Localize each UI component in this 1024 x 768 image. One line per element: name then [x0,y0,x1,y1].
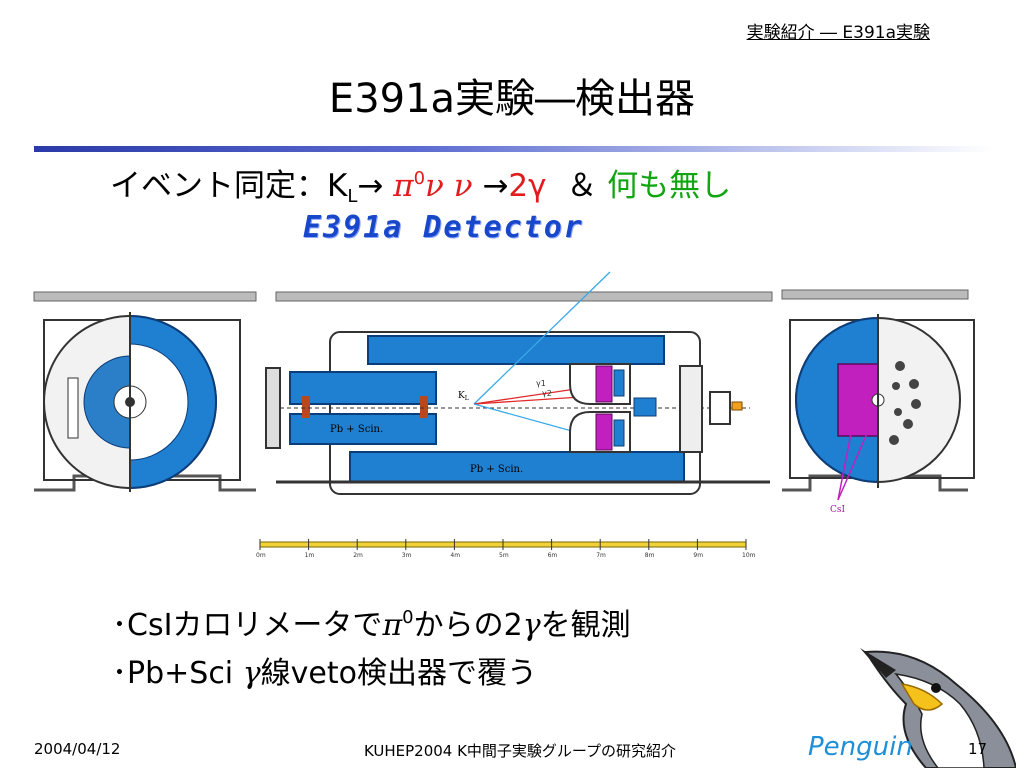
detector-diagram: Pb + Scin. Pb + Scin. KL γ1 γ2 [33,271,975,559]
page-title: E391a実験―検出器 [328,76,696,122]
arrow-2: → [482,168,509,204]
bullet1-pi: π [382,608,403,643]
gamma-ray-upper [473,271,611,405]
cc-counter [633,397,657,417]
bullet-pb-scin-veto: ･Pb+Sci γ線veto検出器で覆う [112,648,537,692]
bullet1-text-b: からの2 [413,608,523,643]
scale-tick-label: 2m [353,552,363,559]
left-ceiling-beam [33,291,257,302]
beam-dump [731,401,743,411]
photomultiplier-holes [889,361,921,445]
title-divider [34,146,992,152]
two-gamma: 2γ [508,168,547,204]
csi-block-upper [595,365,613,403]
breadcrumb: 実験紹介 ― E391a実験 [746,23,930,43]
ampersand: ＆ [566,168,598,204]
scale-tick-label: 9m [693,552,703,559]
bullet2-gamma: γ [242,656,261,691]
event-prefix: イベント同定：K [110,168,348,204]
page-number: 17 [968,740,988,758]
scale-tick-label: 5m [499,552,509,559]
penguin-mascot-icon [860,648,1016,768]
pi-superscript: 0 [413,168,426,189]
nu-nu: ν ν [425,168,473,204]
right-end-view: CsI [789,314,975,515]
pb-scin-label-2: Pb + Scin. [470,464,523,475]
event-identification-line: イベント同定：KL→ π0ν ν →2γ ＆ 何も無し [110,160,731,207]
pb-scin-label-1: Pb + Scin. [330,424,383,435]
csi-label: CsI [830,505,846,515]
front-veto-upper [289,371,437,405]
bullet1-pi-sup: 0 [402,607,414,628]
center-side-view: Pb + Scin. Pb + Scin. KL γ1 γ2 [265,271,770,495]
scale-tick-label: 0m [256,552,266,559]
scale-bar: 0m 1m 2m 3m 4m 5m 6m 7m 8m 9m 10m [256,539,756,559]
bullet1-text-c: を観測 [540,608,631,643]
front-veto-lower [289,413,437,445]
csi-pointer-2 [837,421,873,501]
bullet2-text-a: ･Pb+Sci [112,656,243,691]
bullet1-gamma: γ [522,608,541,643]
detector-title: E391a Detector [303,210,584,245]
scale-tick-label: 10m [742,552,756,559]
gamma2-label: γ2 [542,389,552,398]
nothing-else: 何も無し [607,168,732,204]
csi-block-lower [595,413,613,451]
arrow-1: → [357,168,384,204]
scale-tick-label: 6m [548,552,558,559]
barrel-upper [367,335,665,365]
bullet1-text-a: ･CsIカロリメータで [112,608,383,643]
kl-label: KL [458,391,469,402]
footer-date: 2004/04/12 [34,740,121,758]
center-ceiling-beam [275,291,773,302]
gamma1-label: γ1 [536,379,546,388]
pi-symbol: π [393,168,414,204]
scale-tick-label: 8m [645,552,655,559]
scale-tick-label: 7m [596,552,606,559]
front-collar-left [302,396,310,418]
csi-pointer-1 [837,417,855,501]
scale-tick-label: 3m [402,552,412,559]
kl-subscript: L [347,186,358,207]
front-collar-right [420,396,428,418]
left-end-view [43,312,241,492]
penguin-logo-text: Penguin [808,732,913,762]
scale-tick-label: 1m [305,552,315,559]
bullet-csi-calorimeter: ･CsIカロリメータでπ0からの2γを観測 [112,600,631,644]
footer-title: KUHEP2004 K中間子実験グループの研究紹介 [363,742,677,760]
right-ceiling-beam [781,289,969,300]
scale-tick-label: 4m [450,552,460,559]
bullet2-text-b: 線veto検出器で覆う [260,656,537,691]
